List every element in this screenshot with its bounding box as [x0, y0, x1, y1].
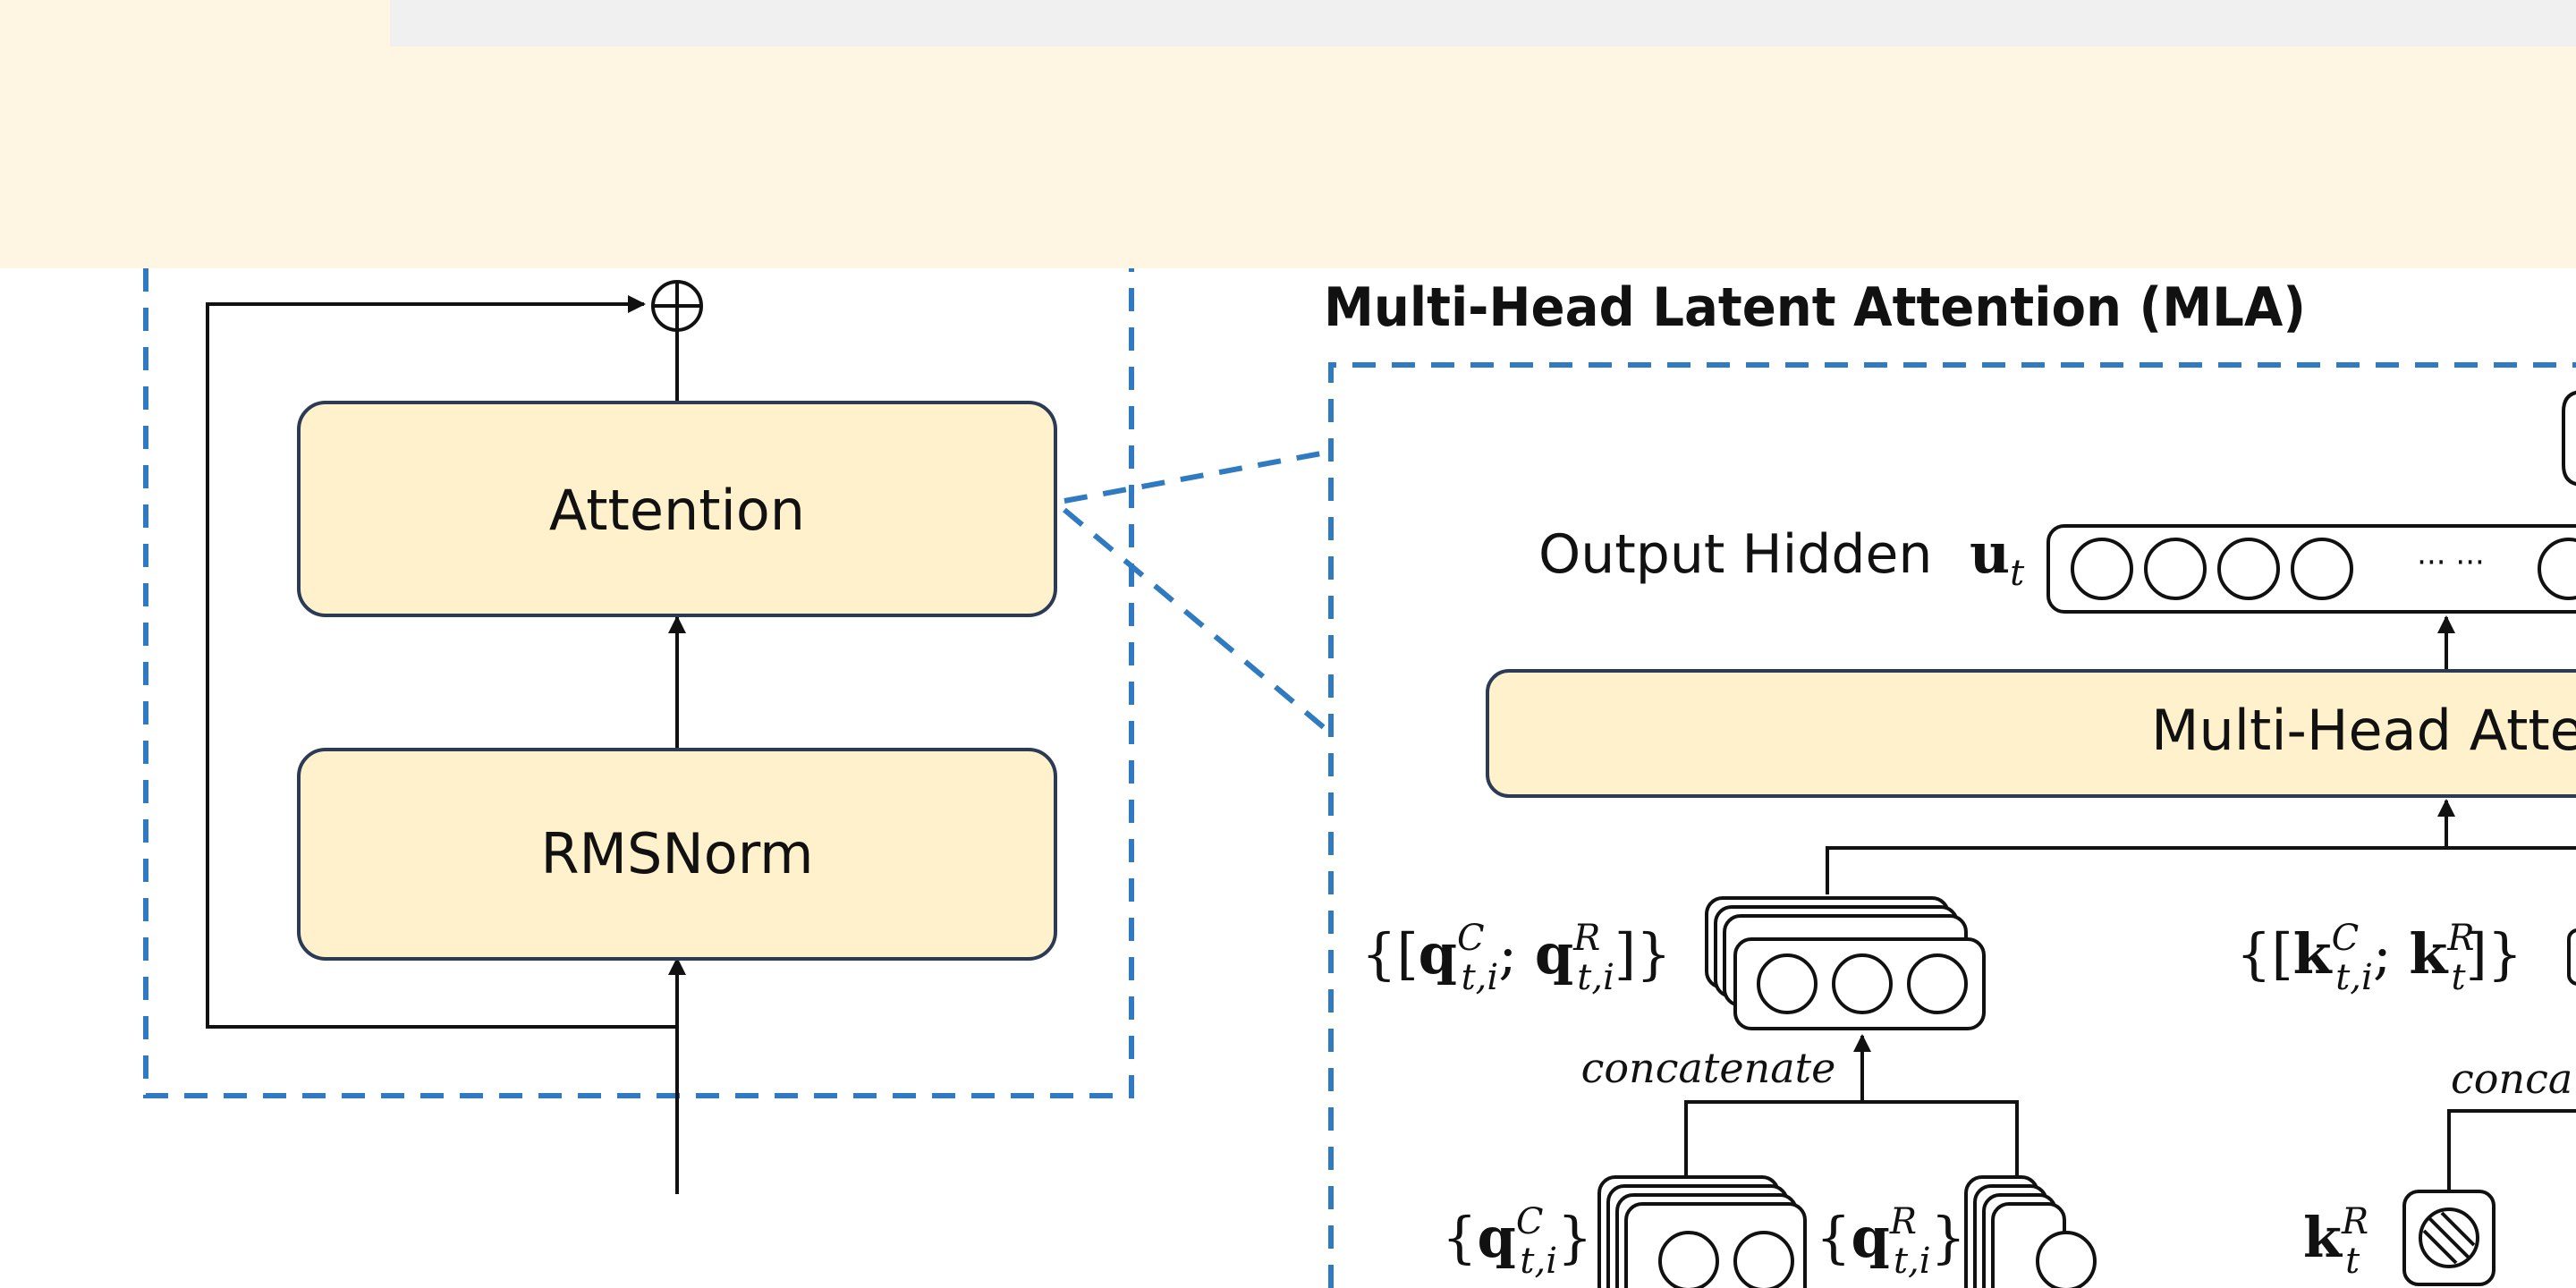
mla-panel-outline [1328, 362, 2576, 1288]
top-banner-strip [390, 0, 2576, 47]
multi-head-attention-box: Multi-Head Atte [1486, 669, 2576, 798]
svg-text:Output Hidden: Output Hidden [1538, 523, 1932, 586]
query-concatenate-connection: concatenate [1581, 1034, 2019, 1179]
svg-text:{[kCt,i; kRt]}: {[kCt,i; kRt]} [2236, 918, 2522, 998]
attention-label: Attention [549, 478, 805, 543]
key-rope-vector [2402, 1190, 2496, 1286]
mla-title: Multi-Head Latent Attention (MLA) [1324, 276, 2306, 339]
output-hidden: Output Hidden ut ··· ··· [1538, 521, 2576, 614]
query-compressed-vectors [1597, 1175, 1807, 1288]
mha-box-label: Multi-Head Atte [2151, 698, 2576, 763]
svg-text:ut: ut [1970, 521, 2025, 594]
output-hidden-ellipsis: ··· ··· [2417, 545, 2485, 580]
attention-box: Attention [297, 401, 1057, 617]
residual-connection [206, 280, 703, 1194]
svg-text:kRt: kRt [2303, 1201, 2368, 1282]
output-hidden-symbol: u [1970, 521, 2010, 586]
query-concat-vectors [1705, 896, 1986, 1030]
svg-text:{qRt,i}: {qRt,i} [1816, 1201, 1966, 1282]
query-concatenate-label: concatenate [1581, 1044, 1836, 1092]
key-concatenate-connection: conca [2447, 1055, 2576, 1195]
zoom-connector [1063, 449, 1333, 736]
rmsnorm-box: RMSNorm [297, 748, 1057, 961]
top-banner [0, 0, 2576, 268]
svg-text:{[qCt,i; qRt,i]}: {[qCt,i; qRt,i]} [1361, 918, 1672, 998]
key-concatenate-label: conca [2451, 1055, 2572, 1103]
rmsnorm-label: RMSNorm [540, 821, 813, 886]
query-rope-vectors [1964, 1175, 2097, 1288]
mha-input-connections [1826, 799, 2576, 894]
output-hidden-sub: t [2010, 553, 2025, 594]
transformer-block-outline [143, 268, 1134, 1098]
svg-text:{qCt,i}: {qCt,i} [1442, 1201, 1592, 1282]
output-hidden-label: Output Hidden [1538, 523, 1932, 586]
